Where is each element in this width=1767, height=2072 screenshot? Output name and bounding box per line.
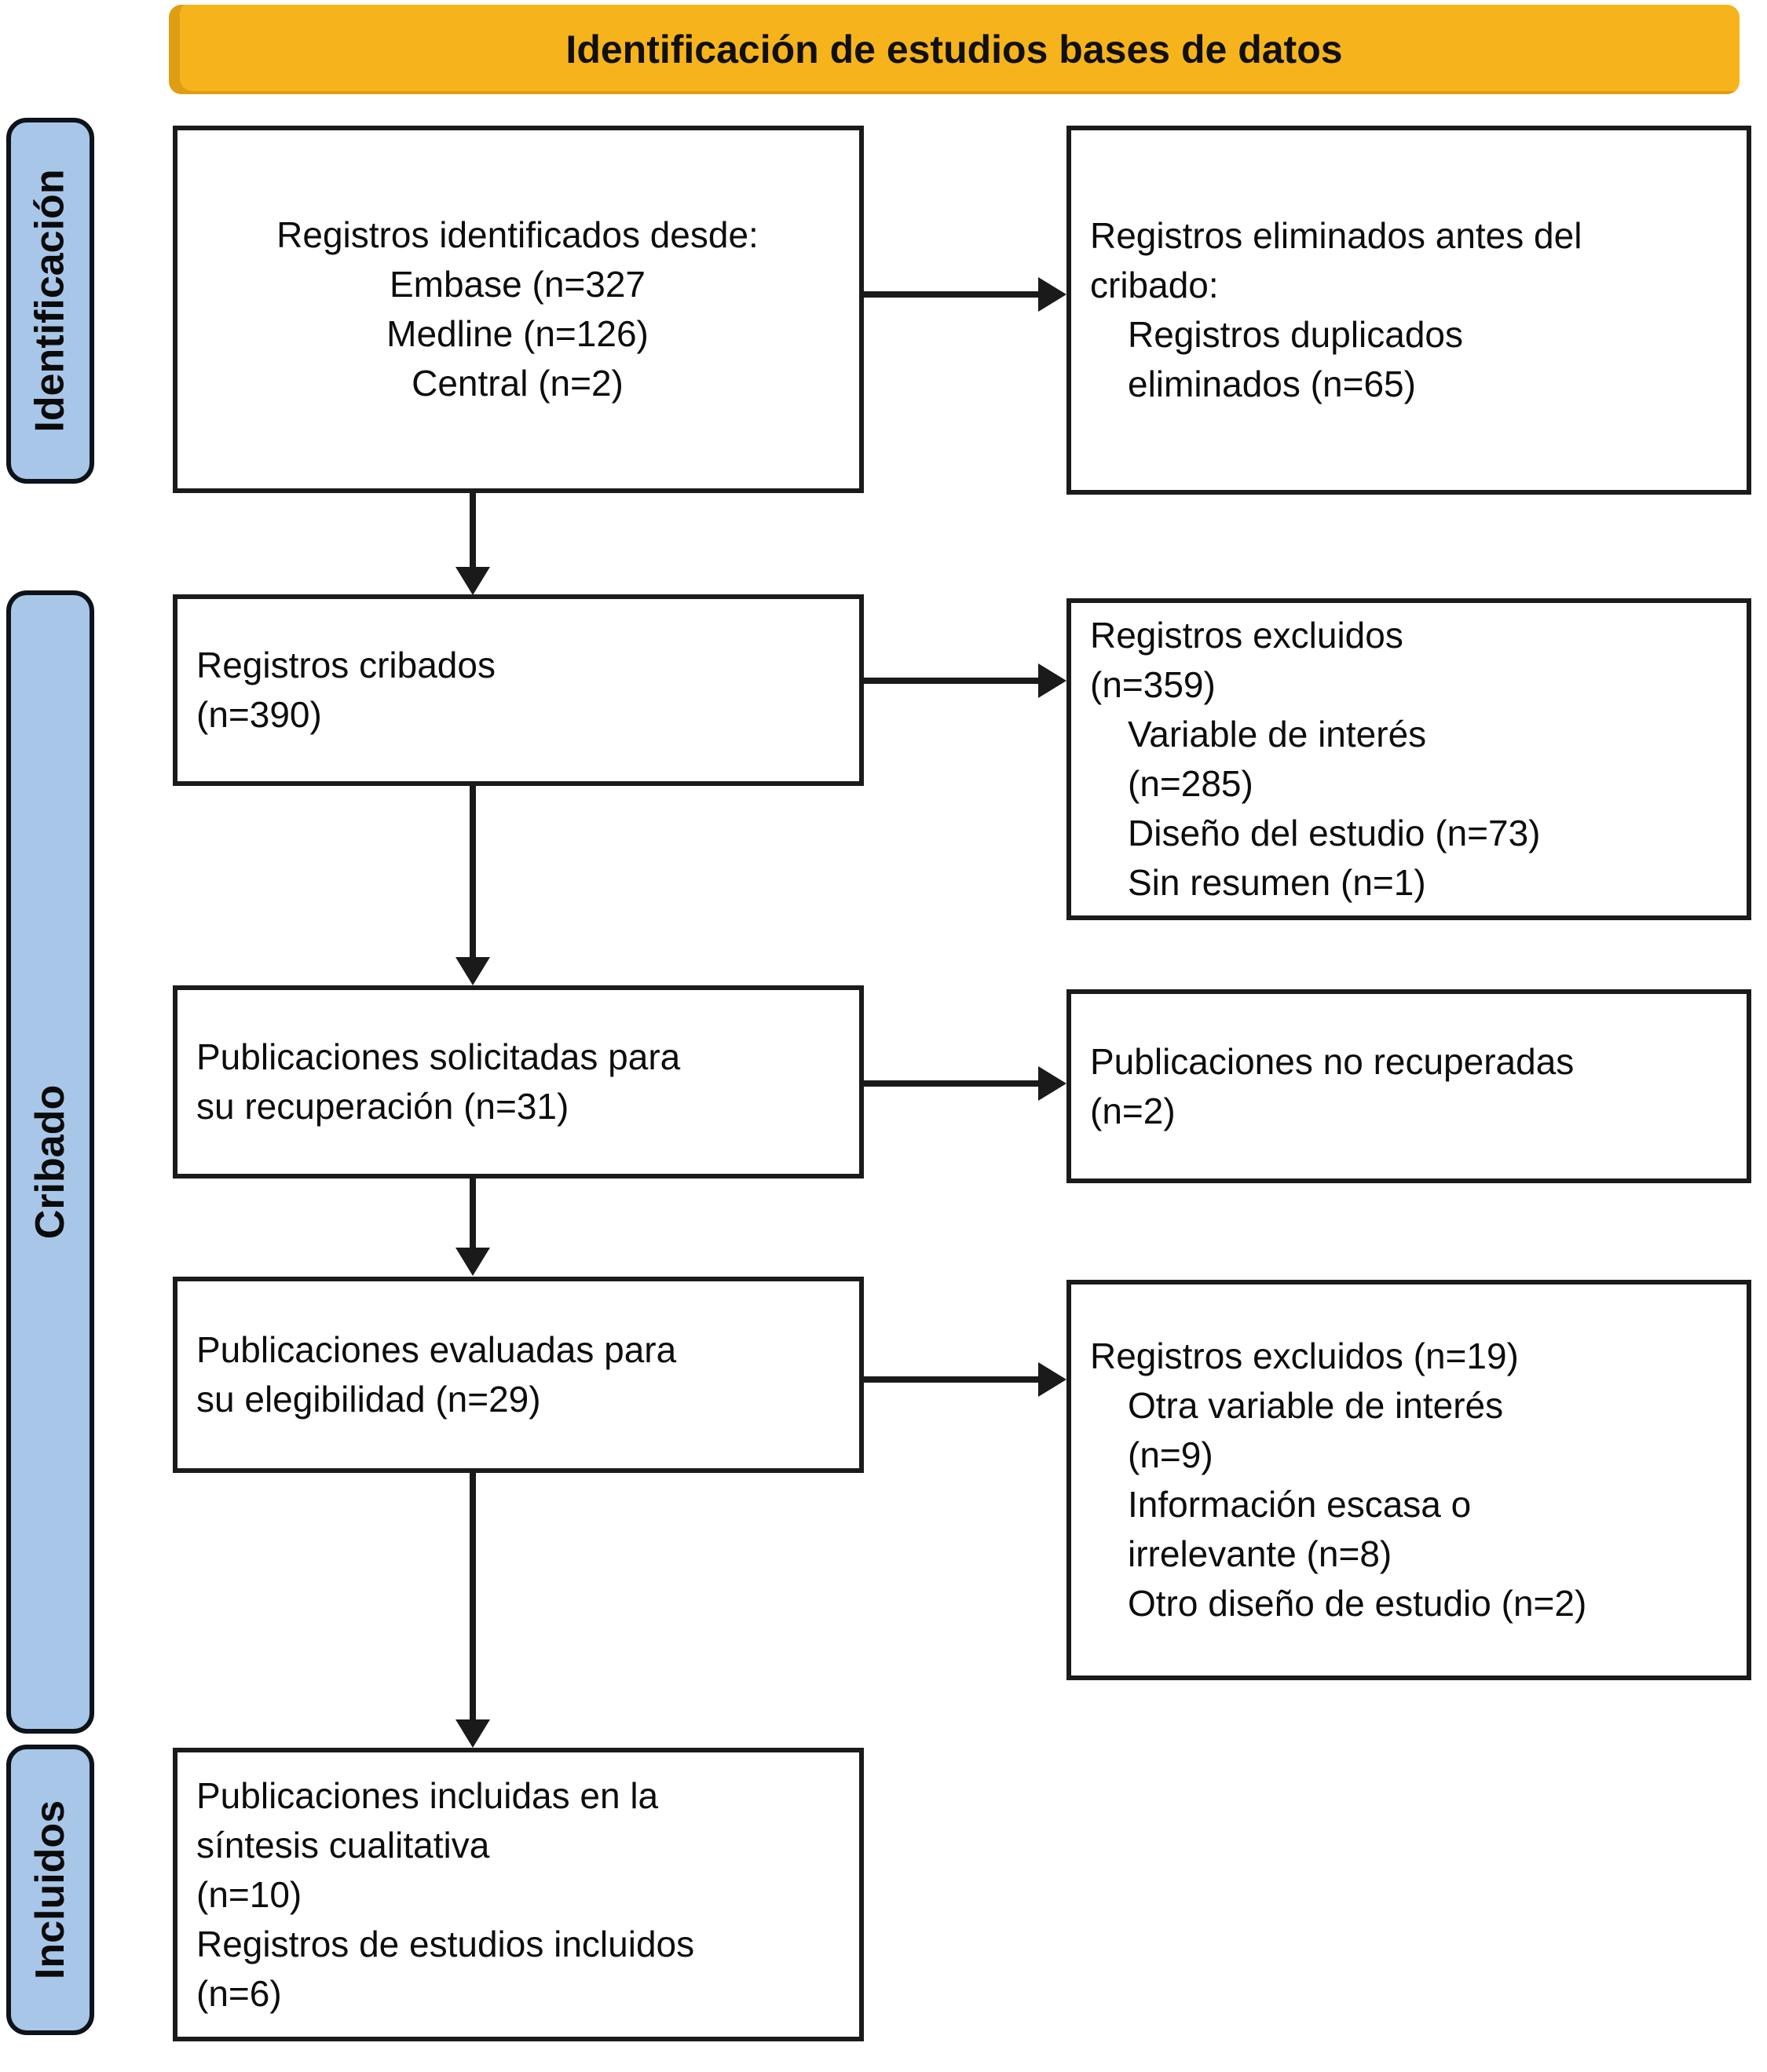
- box-line: cribado:: [1090, 265, 1219, 305]
- stage-label-text: Identificación: [27, 169, 73, 433]
- publications-assessed-box: Publicaciones evaluadas para su elegibil…: [173, 1277, 864, 1473]
- box-line: Registros excluidos (n=19): [1090, 1336, 1519, 1376]
- box-line: Registros identificados desde:: [276, 214, 759, 255]
- stage-label-text: Incluidos: [27, 1800, 73, 1980]
- arrow-down-identified-to-screened: [470, 493, 476, 568]
- box-line: Publicaciones incluidas en la: [196, 1774, 659, 1816]
- records-removed-before-screening-box: Registros eliminados antes del cribado: …: [1066, 126, 1751, 495]
- box-line: Variable de interés: [1128, 714, 1427, 755]
- box-line: Embase (n=327: [389, 264, 646, 305]
- box-line: síntesis cualitativa: [196, 1824, 490, 1866]
- stage-label-identification: Identificación: [6, 118, 94, 484]
- box-line: eliminados (n=65): [1128, 364, 1416, 404]
- records-screened-box: Registros cribados (n=390): [173, 594, 864, 786]
- arrow-down-sought-to-assessed: [470, 1179, 476, 1249]
- box-line: (n=390): [196, 694, 322, 735]
- arrow-right-identified-to-removed: [861, 291, 1040, 298]
- arrow-right-screened-to-excluded: [861, 678, 1040, 684]
- box-line: (n=9): [1128, 1434, 1213, 1475]
- arrowhead-down-icon: [455, 1248, 490, 1276]
- box-line: Central (n=2): [412, 363, 624, 404]
- arrowhead-down-icon: [455, 957, 490, 985]
- box-line: Diseño del estudio (n=73): [1128, 813, 1541, 853]
- box-line: Registros excluidos: [1090, 615, 1403, 656]
- arrowhead-right-icon: [1038, 277, 1066, 312]
- box-line: Registros cribados: [196, 645, 496, 685]
- stage-label-screening: Cribado: [6, 590, 94, 1734]
- page-title: Identificación de estudios bases de dato…: [565, 27, 1343, 71]
- box-line: Publicaciones evaluadas para: [196, 1329, 677, 1370]
- arrow-down-screened-to-sought: [470, 786, 476, 959]
- box-line: Información escasa o: [1128, 1484, 1472, 1525]
- box-line: Registros eliminados antes del: [1090, 215, 1582, 256]
- publications-sought-box: Publicaciones solicitadas para su recupe…: [173, 985, 864, 1179]
- arrow-right-assessed-to-excluded: [861, 1376, 1040, 1383]
- box-line: Publicaciones solicitadas para: [196, 1036, 681, 1077]
- title-banner: Identificación de estudios bases de dato…: [169, 5, 1740, 94]
- records-excluded-box: Registros excluidos (n=359) Variable de …: [1066, 598, 1751, 920]
- box-line: (n=6): [196, 1972, 282, 2014]
- arrowhead-down-icon: [455, 1719, 490, 1748]
- box-line: Registros de estudios incluidos: [196, 1923, 695, 1964]
- arrow-down-assessed-to-included: [470, 1473, 476, 1721]
- arrow-right-sought-to-not-retrieved: [861, 1080, 1040, 1087]
- box-line: (n=2): [1090, 1090, 1176, 1131]
- reports-excluded-box: Registros excluidos (n=19) Otra variable…: [1066, 1280, 1751, 1680]
- box-line: su recuperación (n=31): [196, 1086, 569, 1127]
- arrowhead-right-icon: [1038, 1066, 1066, 1101]
- arrowhead-right-icon: [1038, 663, 1066, 698]
- publications-included-box: Publicaciones incluidas en la síntesis c…: [173, 1748, 864, 2041]
- box-line: Otra variable de interés: [1128, 1385, 1504, 1426]
- stage-label-included: Incluidos: [6, 1745, 94, 2035]
- box-line: Otro diseño de estudio (n=2): [1128, 1583, 1587, 1624]
- arrowhead-right-icon: [1038, 1362, 1066, 1397]
- box-line: (n=359): [1090, 664, 1216, 705]
- records-identified-box: Registros identificados desde: Embase (n…: [173, 126, 864, 493]
- box-line: (n=285): [1128, 763, 1253, 804]
- box-line: (n=10): [196, 1873, 302, 1915]
- arrowhead-down-icon: [455, 567, 490, 595]
- box-line: Sin resumen (n=1): [1128, 862, 1426, 903]
- box-line: Medline (n=126): [386, 313, 649, 354]
- stage-label-text: Cribado: [27, 1084, 74, 1240]
- box-line: Registros duplicados: [1128, 314, 1464, 355]
- box-line: Publicaciones no recuperadas: [1090, 1040, 1575, 1082]
- box-line: irrelevante (n=8): [1128, 1533, 1392, 1574]
- box-line: su elegibilidad (n=29): [196, 1379, 541, 1420]
- publications-not-retrieved-box: Publicaciones no recuperadas (n=2): [1066, 989, 1751, 1183]
